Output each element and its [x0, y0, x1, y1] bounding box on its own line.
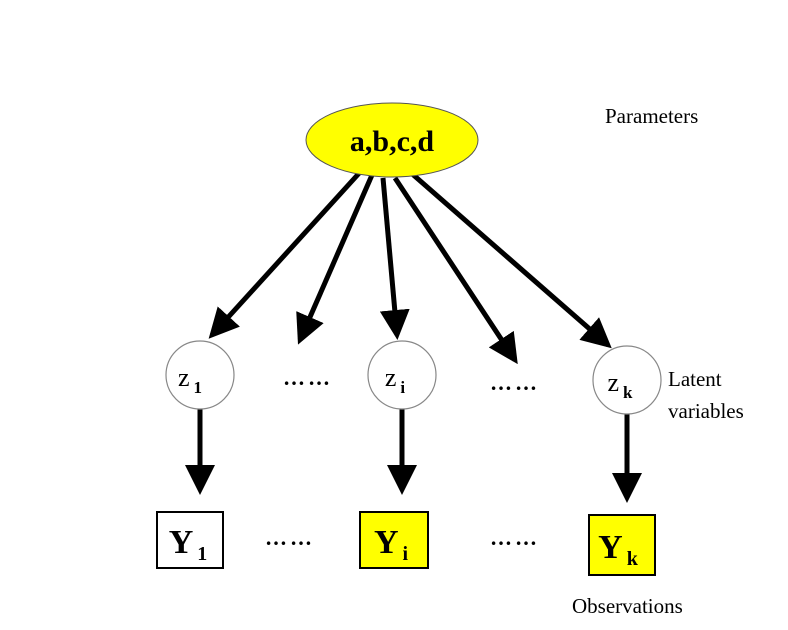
observation-box — [359, 511, 429, 569]
observation-box — [156, 511, 224, 569]
parameter-node: a,b,c,d — [305, 102, 479, 178]
latent-circle — [367, 340, 437, 410]
latent-variables-label-line1: Latent — [668, 367, 722, 391]
observation-box — [588, 514, 656, 576]
observation-label: Y k — [598, 529, 639, 570]
latent-node-zi: z i — [367, 340, 437, 410]
observation-node-yk: Y k — [588, 514, 656, 576]
latent-subscript: k — [623, 383, 633, 402]
arrow-params-to-zi — [379, 177, 410, 340]
observation-main: Y — [598, 529, 623, 566]
latent-label: z 1 — [178, 363, 202, 397]
observation-subscript: 1 — [197, 543, 207, 565]
latent-ellipsis-left: …… — [283, 365, 333, 390]
latent-label: z k — [607, 368, 633, 402]
observation-main: Y — [374, 524, 399, 561]
parameter-arrows — [208, 168, 612, 365]
latent-circle — [165, 340, 235, 410]
observation-label: Y 1 — [169, 524, 208, 565]
latent-subscript: i — [400, 378, 405, 397]
observation-node-y1: Y 1 — [156, 511, 224, 569]
observation-node-yi: Y i — [359, 511, 429, 569]
observation-ellipsis-left: …… — [265, 525, 315, 550]
arrow-params-to-dots-right — [392, 176, 518, 365]
latent-subscript: 1 — [194, 378, 203, 397]
latent-main: z — [607, 368, 619, 397]
arrow-params-to-z1 — [208, 168, 364, 339]
parameter-text: a,b,c,d — [350, 125, 435, 158]
latent-label: z i — [385, 363, 406, 397]
observation-main: Y — [169, 524, 194, 561]
arrow-params-to-zk — [408, 170, 612, 349]
parameter-ellipse — [305, 102, 479, 178]
arrow-params-to-dots-left — [296, 174, 375, 345]
latent-arrows — [185, 406, 642, 503]
latent-main: z — [178, 363, 190, 392]
parameters-label: Parameters — [605, 104, 698, 128]
observation-ellipsis-right: …… — [490, 525, 540, 550]
observation-label: Y i — [374, 524, 409, 565]
latent-main: z — [385, 363, 397, 392]
observation-subscript: i — [403, 543, 409, 565]
latent-node-zk: z k — [592, 345, 662, 415]
latent-node-z1: z 1 — [165, 340, 235, 410]
observation-subscript: k — [627, 548, 639, 570]
latent-circle — [592, 345, 662, 415]
observations-label: Observations — [572, 594, 683, 618]
latent-variables-label-line2: variables — [668, 399, 744, 423]
latent-ellipsis-right: …… — [490, 370, 540, 395]
